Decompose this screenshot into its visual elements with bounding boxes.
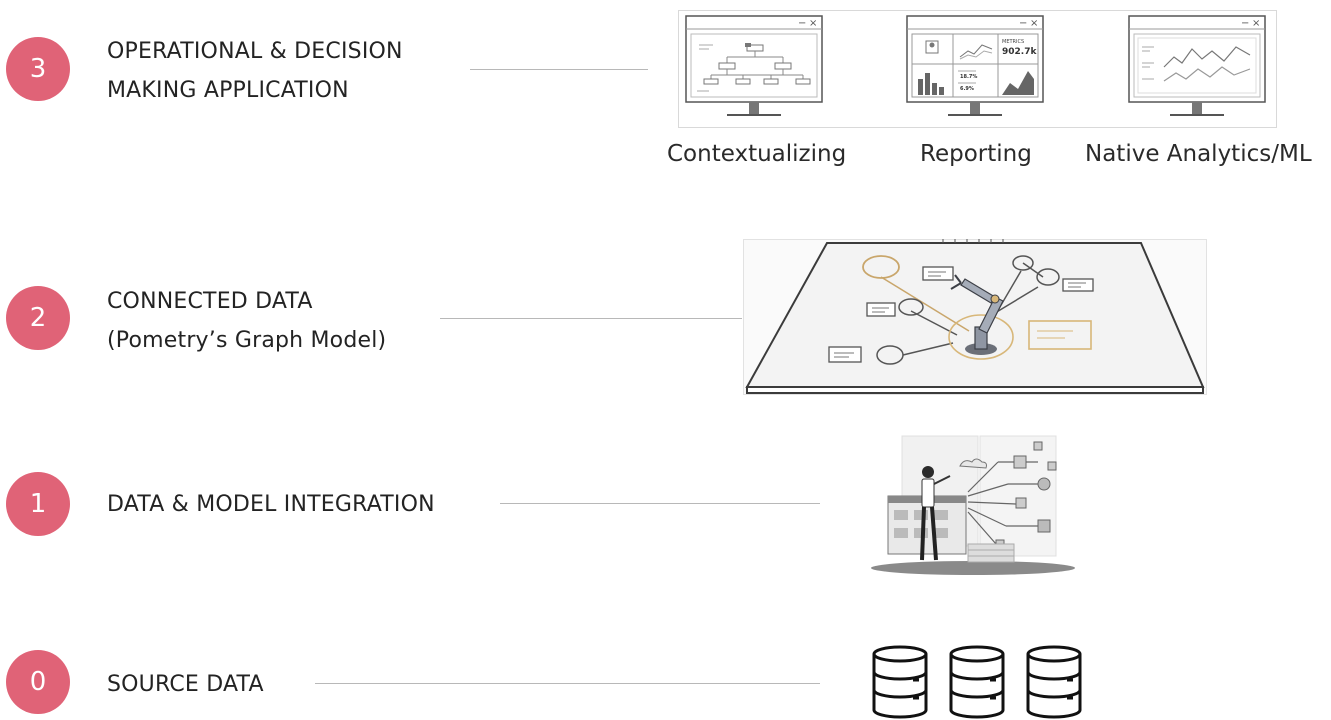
database-icon [1026,645,1082,719]
layer-title-line2: (Pometry’s Graph Model) [107,328,387,353]
layer-number: 2 [29,303,47,333]
layer-number-badge: 1 [6,472,70,536]
layer-0: 0 SOURCE DATA [0,610,1331,720]
report-stat-2: 6.9% [960,86,974,92]
layer-number-badge: 2 [6,286,70,350]
layer-number: 0 [29,667,47,697]
layer-number-badge: 3 [6,37,70,101]
svg-text:−: − [1241,18,1249,29]
layer-title: DATA & MODEL INTEGRATION [107,485,435,524]
layer-3: 3 OPERATIONAL & DECISION MAKING APPLICAT… [0,0,1331,200]
layer-title: OPERATIONAL & DECISION MAKING APPLICATIO… [107,32,403,110]
layer-connector-line [440,318,742,319]
svg-text:×: × [809,18,817,29]
analytics-monitor-illustration: − × [1128,15,1266,116]
database-icon [949,645,1005,719]
layer-title: CONNECTED DATA (Pometry’s Graph Model) [107,282,386,360]
layer-2: 2 CONNECTED DATA (Pometry’s Graph Model) [0,230,1331,410]
caption-reporting: Reporting [920,141,1032,167]
report-metrics-value: 902.7k [1002,47,1037,57]
layer-title-line1: SOURCE DATA [107,672,264,697]
svg-text:−: − [1019,18,1027,29]
layer-title-line2: MAKING APPLICATION [107,78,349,103]
caption-native-analytics: Native Analytics/ML [1085,141,1312,167]
layer-1: 1 DATA & MODEL INTEGRATION [0,420,1331,590]
layer-title-line1: OPERATIONAL & DECISION [107,39,403,64]
database-icon [872,645,928,719]
layer-connector-line [470,69,648,70]
svg-text:−: − [798,18,806,29]
layer-number: 1 [29,489,47,519]
layer-title: SOURCE DATA [107,665,264,704]
layer-connector-line [500,503,820,504]
report-metrics-heading: METRICS [1002,39,1024,45]
contextualizing-monitor-illustration: − × [685,15,823,116]
data-integration-illustration [871,435,1075,575]
reporting-monitor-illustration: − × METRICS 902.7k 18.7% 6.9% [906,15,1044,116]
layer-connector-line [315,683,820,684]
report-stat-1: 18.7% [960,74,977,80]
svg-text:×: × [1252,18,1260,29]
caption-contextualizing: Contextualizing [667,141,847,167]
graph-model-illustration [743,239,1207,395]
layer-number: 3 [29,54,47,84]
layer-title-line1: CONNECTED DATA [107,289,313,314]
layer-title-line1: DATA & MODEL INTEGRATION [107,492,435,517]
layer-number-badge: 0 [6,650,70,714]
svg-text:×: × [1030,18,1038,29]
